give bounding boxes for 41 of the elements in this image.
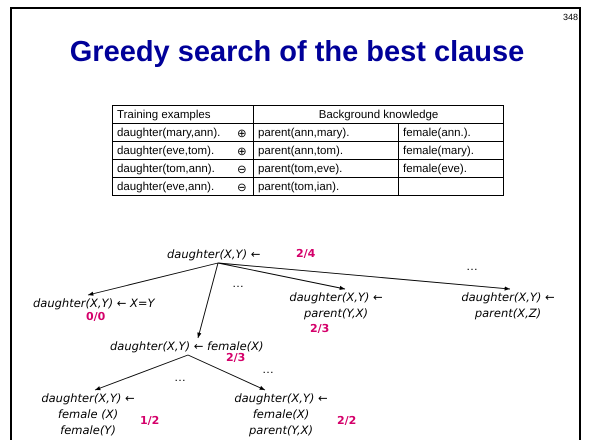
arrow	[88, 262, 218, 296]
arrow	[218, 262, 346, 290]
table-header-cell: Training examples	[112, 106, 254, 124]
table-cell: daughter(tom,ann).	[112, 160, 231, 178]
arrow	[188, 354, 266, 390]
table-cell: parent(ann,tom).	[254, 142, 398, 160]
ellipsis-mark: …	[262, 362, 274, 376]
arrow	[218, 262, 510, 291]
arrow	[94, 354, 188, 390]
table-cell: female(eve).	[398, 160, 504, 178]
ellipsis-mark: …	[232, 276, 244, 290]
page-number: 348	[562, 12, 578, 22]
score-label: 2/3	[226, 351, 246, 364]
clause-text: daughter(X,Y) ← female(X)	[110, 338, 264, 354]
score-label: 2/3	[310, 322, 330, 335]
clause-text: daughter(X,Y) ←	[167, 246, 260, 262]
table-cell: parent(tom,ian).	[254, 178, 398, 196]
sign-symbol: ⊖	[231, 178, 254, 196]
table-cell: daughter(eve,tom).	[112, 142, 231, 160]
table-cell: parent(ann,mary).	[254, 124, 398, 142]
table-header-cell: Background knowledge	[254, 106, 504, 124]
table-cell: female(ann.).	[398, 124, 504, 142]
clause-text: daughter(X,Y) ← parent(X,Z)	[452, 289, 564, 321]
sign-symbol: ⊖	[231, 160, 254, 178]
table-cell: female(mary).	[398, 142, 504, 160]
ellipsis-mark: …	[466, 259, 478, 273]
arrow	[197, 262, 218, 338]
score-label: 2/4	[296, 247, 316, 260]
score-label: 0/0	[86, 310, 106, 323]
table-cell: daughter(mary,ann).	[112, 124, 231, 142]
score-label: 1/2	[140, 414, 160, 427]
table-cell: parent(tom,eve).	[254, 160, 398, 178]
ellipsis-mark: …	[174, 370, 186, 384]
score-label: 2/2	[337, 414, 356, 427]
clause-text: daughter(X,Y) ← female(X) parent(Y,X)	[225, 390, 337, 438]
table-cell: daughter(eve,ann).	[112, 178, 231, 196]
slide-title: Greedy search of the best clause	[68, 36, 526, 69]
clause-text: daughter(X,Y) ← X=Y	[33, 295, 155, 311]
clause-text: daughter(X,Y) ← parent(Y,X)	[280, 289, 392, 321]
sign-symbol: ⊕	[231, 124, 254, 142]
sign-symbol: ⊕	[231, 142, 254, 160]
